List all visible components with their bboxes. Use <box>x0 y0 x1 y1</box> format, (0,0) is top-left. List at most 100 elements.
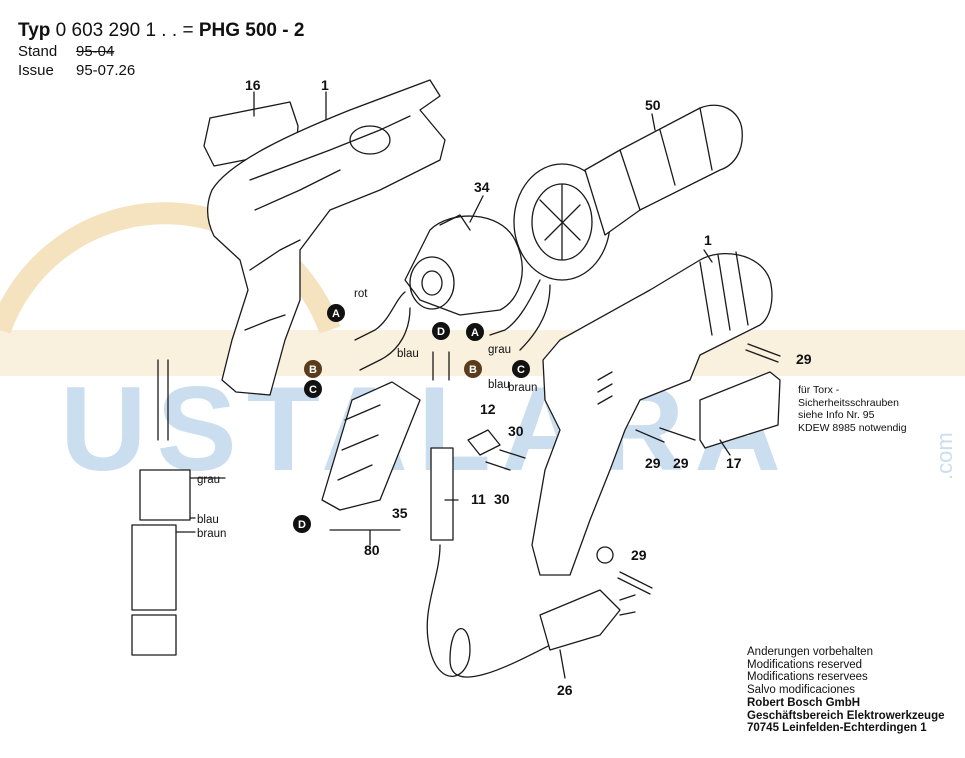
wire-blau <box>359 307 411 371</box>
housing-rib-4 <box>244 314 286 331</box>
torx-note-line: KDEW 8985 notwendig <box>798 422 907 435</box>
schematic-connector <box>139 469 191 521</box>
screw-29-lower <box>617 571 653 595</box>
leader-50 <box>651 113 656 131</box>
torx-note: für Torx - Sicherheitsschrauben siehe In… <box>798 384 907 435</box>
part-number-29-right: 29 <box>673 455 689 471</box>
housing-boss <box>349 125 391 155</box>
part-number-29-upper: 29 <box>796 351 812 367</box>
wire-label-grau-right: grau <box>488 344 511 356</box>
marker-b-right: B <box>469 364 477 376</box>
wire-labels: rot blau grau blau braun grau blau braun <box>197 288 537 540</box>
plug-pins <box>619 594 636 616</box>
schematic-wire-tags <box>175 477 226 533</box>
nozzle-bands <box>619 107 713 211</box>
part-17-label <box>699 371 781 449</box>
marker-c-right: C <box>517 364 525 376</box>
housing-half-left <box>207 79 446 396</box>
part-number-1-right: 1 <box>704 232 712 248</box>
footer-address: 70745 Leinfelden-Echterdingen <box>747 722 917 735</box>
part-numbers: 16 1 50 34 1 29 29 29 29 12 30 30 11 35 … <box>245 77 812 698</box>
footer-line-es: Salvo modificaciones <box>747 684 856 697</box>
issue-label: Issue <box>18 62 54 79</box>
marker-b-right-circle <box>464 360 482 378</box>
wire-label-braun-schematic: braun <box>197 528 226 540</box>
part-number-11: 11 <box>471 491 486 507</box>
torx-note-line: Sicherheitsschrauben <box>798 396 899 409</box>
leader-17 <box>719 439 731 456</box>
marker-d-top: D <box>437 326 445 338</box>
wire-label-blau-left: blau <box>397 348 419 360</box>
power-plug <box>539 589 621 651</box>
marker-d-top-circle <box>432 322 450 340</box>
part-50-nozzle-tube <box>584 104 743 236</box>
typ-label: Typ <box>18 20 51 41</box>
stand-line: Stand 95-04 <box>18 42 304 61</box>
part-number-1-left: 1 <box>321 77 329 93</box>
footer-company: Robert Bosch GmbH <box>747 696 861 709</box>
part-number-12: 12 <box>480 401 496 417</box>
stand-label: Stand <box>18 43 58 60</box>
wire-braun <box>519 284 551 351</box>
issue-line: Issue 95-07.26 <box>18 61 304 80</box>
stand-value: 95-04 <box>76 43 115 60</box>
footer-address-line: 70745 Leinfelden-Echterdingen 1 <box>747 722 945 735</box>
schematic-leads <box>157 359 169 441</box>
part-26-cable <box>426 544 561 678</box>
type-line: Typ 0 603 290 1 . . = PHG 500 - 2 <box>18 20 304 42</box>
screws-29-middle <box>635 427 696 443</box>
part-number-26: 26 <box>557 682 573 698</box>
marker-a-left-circle <box>327 304 345 322</box>
issue-value: 95-07.26 <box>76 62 136 79</box>
marker-b-left-circle <box>304 360 322 378</box>
footer-division: Geschäftsbereich Elektrowerkzeuge <box>747 709 945 722</box>
part-number-17: 17 <box>726 455 742 471</box>
screws-30 <box>485 449 526 471</box>
wire-label-braun-right: braun <box>508 382 537 394</box>
part-number-50: 50 <box>645 97 661 113</box>
part-12-clamp <box>467 429 501 456</box>
wire-grau <box>489 279 541 336</box>
torx-note-line: siehe Info Nr. 95 <box>798 409 875 422</box>
heater-spokes <box>539 183 581 261</box>
housing-rib-2 <box>254 169 341 211</box>
part-number-35: 35 <box>392 505 408 521</box>
watermark-suffix: .com <box>932 432 957 480</box>
tool-switch-slots <box>597 371 613 405</box>
motor-hub <box>421 270 443 296</box>
part-number-30-lower: 30 <box>494 491 510 507</box>
connection-markers: A B C D A B C D <box>293 304 530 533</box>
part-number-30-upper: 30 <box>508 423 524 439</box>
wire-label-rot: rot <box>354 288 368 300</box>
marker-d-bottom-circle <box>293 515 311 533</box>
motor-face <box>409 256 455 310</box>
watermark-band <box>0 330 965 376</box>
tool-screw-hole <box>596 546 614 564</box>
footer-page-number: 1 <box>920 722 927 735</box>
model-name: PHG 500 - 2 <box>198 20 305 41</box>
wire-rot <box>354 291 406 341</box>
part-number-29-lower: 29 <box>631 547 647 563</box>
part-35-switch <box>321 381 421 511</box>
part-80-bracket <box>329 529 401 546</box>
leader-1b <box>703 249 713 263</box>
part-number-80: 80 <box>364 542 380 558</box>
motor-bracket <box>439 214 471 231</box>
housing-rib-1 <box>249 115 411 181</box>
screw-29-upper <box>745 343 781 363</box>
schematic-module <box>131 524 177 611</box>
marker-a-right: A <box>471 327 479 339</box>
footer-line-en: Modifications reserved <box>747 658 863 671</box>
part-number-34: 34 <box>474 179 490 195</box>
leader-34 <box>469 195 484 223</box>
equals-sign: = <box>182 20 194 41</box>
marker-a-left: A <box>332 308 340 320</box>
part-number-29-left: 29 <box>645 455 661 471</box>
part-number-16: 16 <box>245 77 261 93</box>
footer-notes: Änderungen vorbehalten Modifications res… <box>747 646 945 735</box>
marker-c-right-circle <box>512 360 530 378</box>
wire-label-grau-schematic: grau <box>197 474 220 486</box>
torx-note-line: für Torx - <box>798 384 840 396</box>
